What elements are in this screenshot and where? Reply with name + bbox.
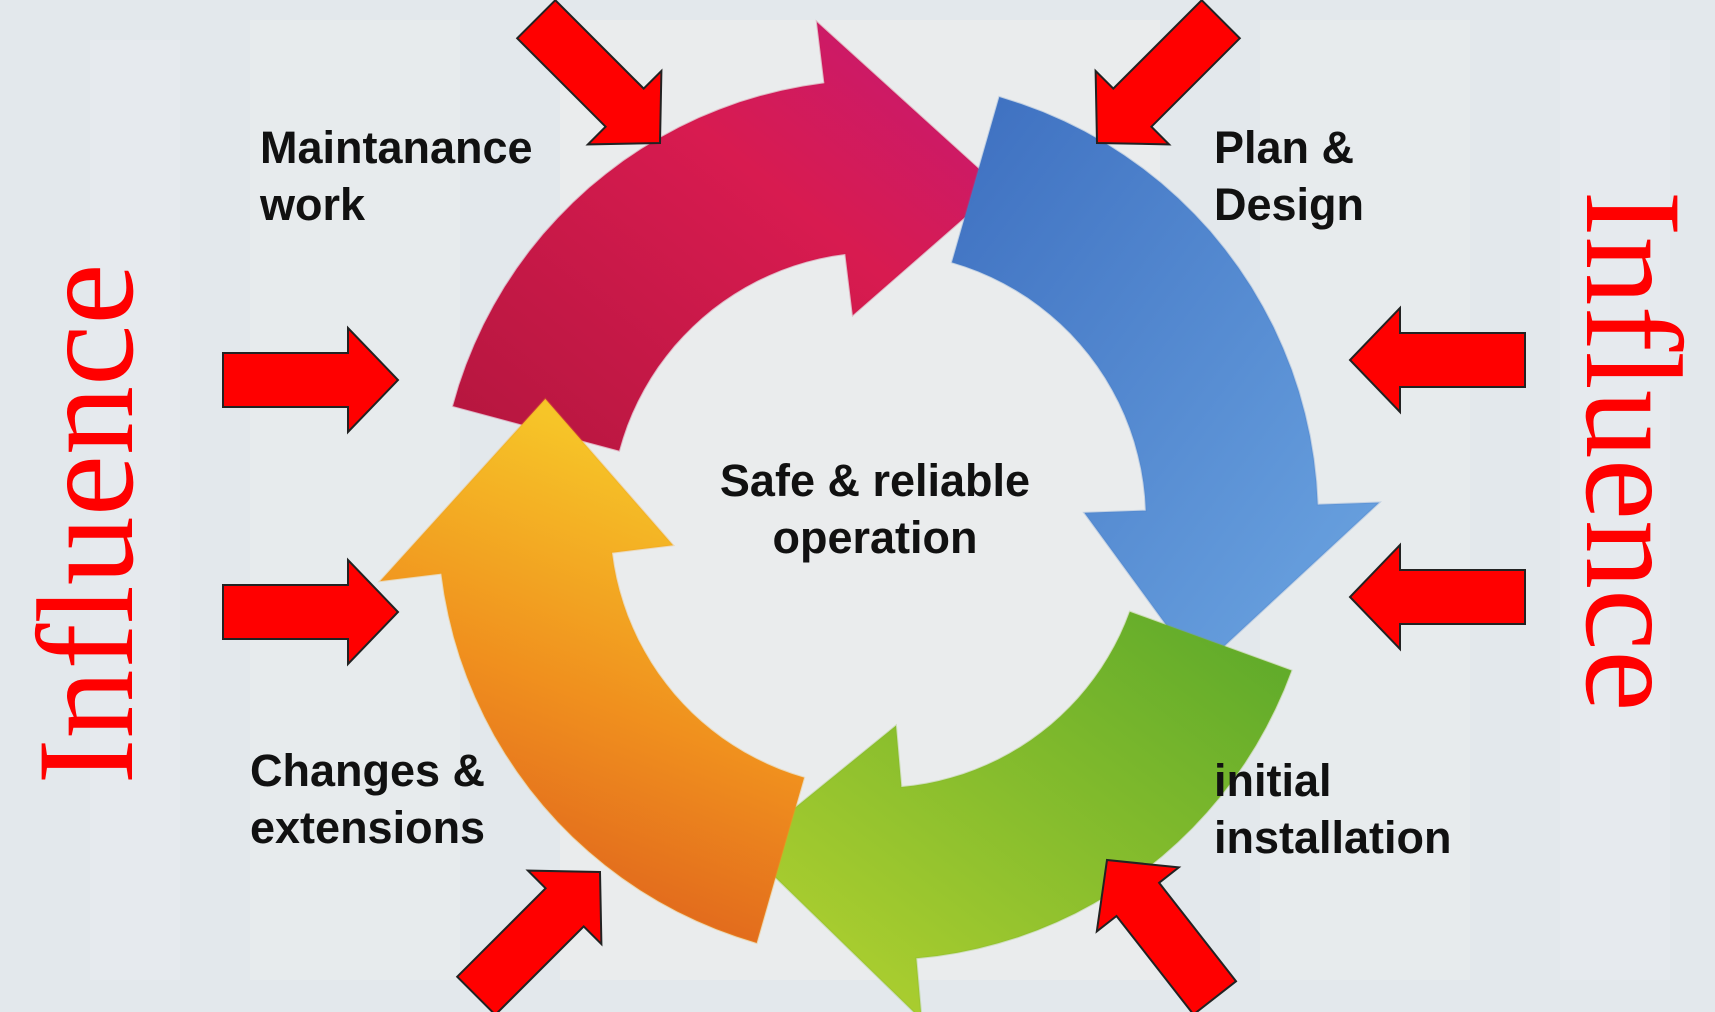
influence-arrows [222,0,1526,1012]
label-initial-installation: initial installation [1214,752,1452,866]
label-plan-line-1: Plan & [1214,122,1355,173]
center-label-line-2: operation [772,512,978,563]
label-maintenance-line-1: Maintanance [260,122,533,173]
influence-arrow-right-upper [1348,305,1526,415]
label-maintenance-work: Maintanance work [260,119,533,233]
influence-arrow-bottom-left [455,869,603,1012]
label-changes-line-2: extensions [250,802,486,853]
label-maintenance-line-2: work [260,179,366,230]
cycle-arrow-initial-installation [743,610,1293,1012]
cycle-arrows [377,19,1382,1012]
label-plan-line-2: Design [1214,179,1365,230]
label-changes-line-1: Changes & [250,745,486,796]
influence-arrow-right-lower [1348,542,1526,652]
influence-label-right: Influence [1557,190,1710,712]
influence-arrow-bottom-right [1095,858,1238,1012]
cycle-arrow-changes-extensions [377,397,806,945]
influence-arrow-top-right [1094,0,1242,146]
influence-label-left: Influence [9,263,162,785]
center-label: Safe & reliable operation [700,452,1050,566]
label-initial-line-1: initial [1214,755,1332,806]
label-initial-line-2: installation [1214,812,1452,863]
center-label-line-1: Safe & reliable [719,455,1031,506]
influence-arrow-left-upper [222,325,400,435]
label-plan-design: Plan & Design [1214,119,1364,233]
label-changes-extensions: Changes & extensions [250,742,485,856]
cycle-arrow-plan-design [950,95,1382,672]
influence-arrow-top-left [515,0,663,146]
influence-arrow-left-lower [222,557,400,667]
cycle-arrow-maintenance [451,19,1001,452]
